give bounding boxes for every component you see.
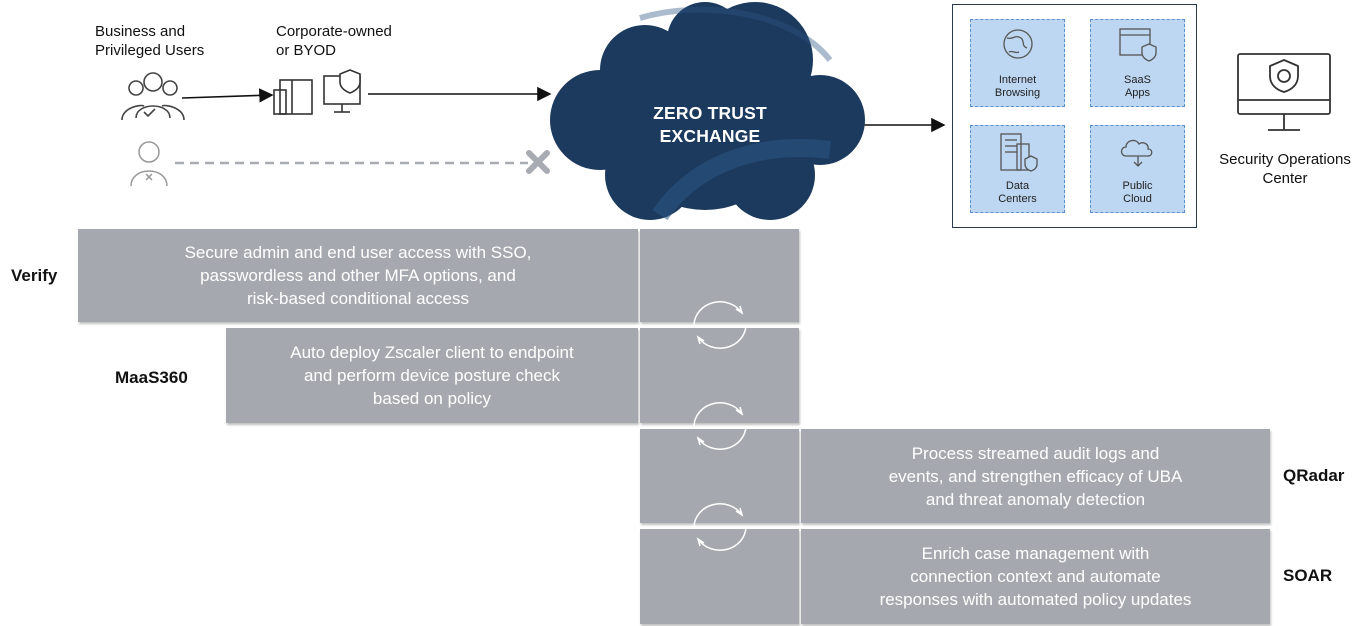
sync-cycle-icon: [693, 301, 747, 349]
verify-connector-cell: [640, 229, 799, 322]
maas360-connector-cell: [640, 328, 799, 423]
devices-icon: [273, 69, 361, 115]
cloud-title-line1: ZERO TRUST: [653, 103, 767, 123]
qradar-description: Process streamed audit logs and events, …: [801, 429, 1270, 523]
users-group-icon: [121, 72, 185, 121]
tile-saas-apps: SaaS Apps: [1090, 19, 1185, 107]
tile-label: SaaS Apps: [1124, 74, 1151, 99]
maas360-label: MaaS360: [115, 368, 188, 387]
tile-label: Data Centers: [998, 180, 1037, 205]
tile-label: Public Cloud: [1122, 180, 1153, 205]
monitor-shield-icon: [1237, 53, 1331, 131]
sync-cycle-icon: [693, 402, 747, 450]
verify-description: Secure admin and end user access with SS…: [78, 229, 638, 322]
tile-data-centers: Data Centers: [970, 125, 1065, 213]
maas360-description: Auto deploy Zscaler client to endpoint a…: [226, 328, 638, 423]
verify-label: Verify: [11, 266, 58, 285]
resources-panel: Internet Browsing SaaS Apps Data Centers: [952, 4, 1197, 228]
zero-trust-cloud: [550, 2, 865, 221]
cloud-icon: [1120, 139, 1152, 167]
soar-label: SOAR: [1283, 566, 1333, 585]
qradar-connector-cell: [640, 429, 799, 523]
sync-cycle-icon: [693, 503, 747, 551]
tile-internet-browsing: Internet Browsing: [970, 19, 1065, 107]
soar-connector-cell: [640, 529, 799, 624]
globe-icon: [1002, 29, 1033, 59]
data-center-icon: [999, 133, 1038, 172]
qradar-label: QRadar: [1283, 466, 1345, 485]
soar-description: Enrich case management with connection c…: [801, 529, 1270, 624]
saas-app-icon: [1118, 28, 1157, 62]
soc-label: Security Operations Center: [1219, 151, 1351, 187]
users-label: Business and Privileged Users: [95, 23, 205, 59]
tile-label: Internet Browsing: [994, 74, 1041, 99]
tile-public-cloud: Public Cloud: [1090, 125, 1185, 213]
cloud-title-line2: EXCHANGE: [659, 126, 761, 146]
blocked-user-icon: [130, 141, 168, 187]
devices-label: Corporate-owned or BYOD: [276, 23, 392, 59]
